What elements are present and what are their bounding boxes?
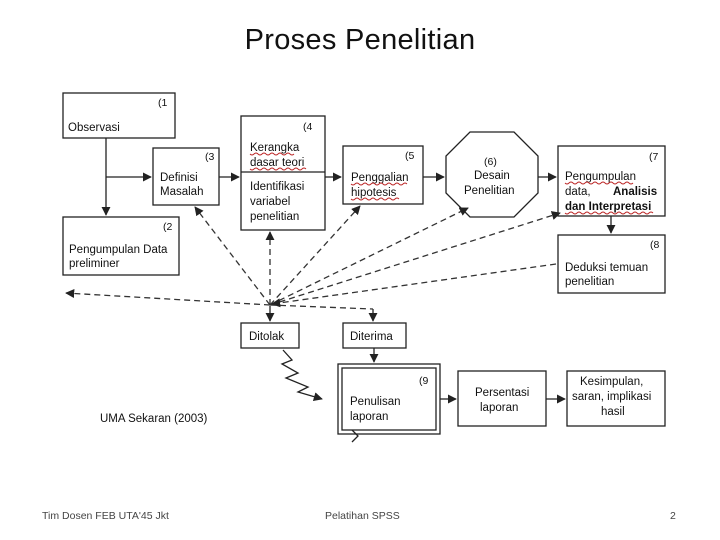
node-label-1: Deduksi temuan (565, 262, 648, 274)
node-persentasi-laporan: Persentasi laporan (457, 370, 547, 427)
node-label-1: Pengumpulan (565, 171, 636, 183)
node-label-1: Penulisan (350, 396, 401, 408)
node-penulisan-laporan: (9 Penulisan laporan (337, 363, 441, 443)
node-label-2: laporan (480, 402, 518, 414)
node-number: (9 (419, 375, 428, 387)
node-label-3: dan Interpretasi (565, 201, 651, 213)
node-kesimpulan: Kesimpulan, saran, implikasi hasil (566, 370, 666, 427)
node-ditolak: Ditolak (240, 322, 300, 349)
node-number: (1 (158, 97, 167, 109)
page-title: Proses Penelitian (244, 24, 476, 56)
node-number: (4 (303, 121, 312, 133)
arrow-ditolak-zigzag (280, 349, 323, 402)
node-label-1: Penggalian (351, 172, 409, 184)
node-label-3: Identifikasi (250, 181, 304, 193)
dashed-to-definisi (194, 206, 271, 306)
node-label: Diterima (350, 331, 393, 343)
node-label-2: penelitian (565, 276, 614, 288)
dashed-to-pengumpulan (269, 211, 561, 306)
node-label: Ditolak (249, 331, 284, 343)
node-label-2: preliminer (69, 258, 120, 270)
node-pengumpulan-preliminer: (2 Pengumpulan Data preliminer (62, 216, 180, 276)
node-label-2: dasar teori (250, 157, 304, 169)
dashed-to-desain (269, 207, 469, 306)
node-label-2: Masalah (160, 186, 203, 198)
dashed-to-penggalian (269, 205, 361, 306)
node-kerangka-teori: (4 Kerangka dasar teori Identifikasi var… (240, 115, 326, 231)
dashed-to-prelim (65, 288, 271, 306)
node-number: (3 (205, 151, 214, 163)
node-desain-penelitian: (6) Desain Penelitian (445, 131, 539, 218)
node-number: (2 (163, 221, 172, 233)
node-label-1: Desain (474, 170, 510, 182)
footer-center: Pelatihan SPSS (325, 510, 400, 522)
node-label-1: Persentasi (475, 387, 529, 399)
node-label-2: hipotesis (351, 187, 397, 199)
node-label-5: penelitian (250, 211, 299, 223)
node-label-1: Definisi (160, 172, 198, 184)
node-label: Observasi (68, 122, 120, 134)
node-pengumpulan-analisis: (7 Pengumpulan data, Analisis dan Interp… (557, 145, 666, 217)
node-penggalian-hipotesis: (5 Penggalian hipotesis (342, 145, 424, 205)
node-label-2: laporan (350, 411, 388, 423)
node-label-1: Kesimpulan, (580, 376, 643, 388)
node-label-3: hasil (601, 406, 625, 418)
node-label-4: variabel (250, 196, 290, 208)
dashed-from-deduksi (271, 263, 557, 308)
citation: UMA Sekaran (2003) (100, 413, 208, 425)
node-number: (5 (405, 150, 414, 162)
node-label-2b: Analisis (613, 186, 657, 198)
dashed-to-diterima (269, 304, 374, 310)
node-label-2: Penelitian (464, 185, 515, 197)
node-label-2: saran, implikasi (572, 391, 651, 403)
node-label-1: Pengumpulan Data (69, 244, 168, 256)
node-number: (7 (649, 151, 658, 163)
node-definisi-masalah: (3 Definisi Masalah (152, 147, 220, 206)
node-number: (6) (484, 156, 497, 168)
footer-left: Tim Dosen FEB UTA'45 Jkt (42, 510, 169, 522)
solid-arrows (101, 138, 616, 404)
node-label-2: data, (565, 186, 591, 198)
page-number: 2 (670, 510, 676, 522)
node-observasi: (1 Observasi (62, 92, 176, 139)
node-diterima: Diterima (342, 322, 407, 349)
dashed-arrows (65, 205, 561, 310)
node-deduksi-temuan: (8 Deduksi temuan penelitian (557, 234, 666, 294)
node-number: (8 (650, 239, 659, 251)
node-label-1: Kerangka (250, 142, 300, 154)
